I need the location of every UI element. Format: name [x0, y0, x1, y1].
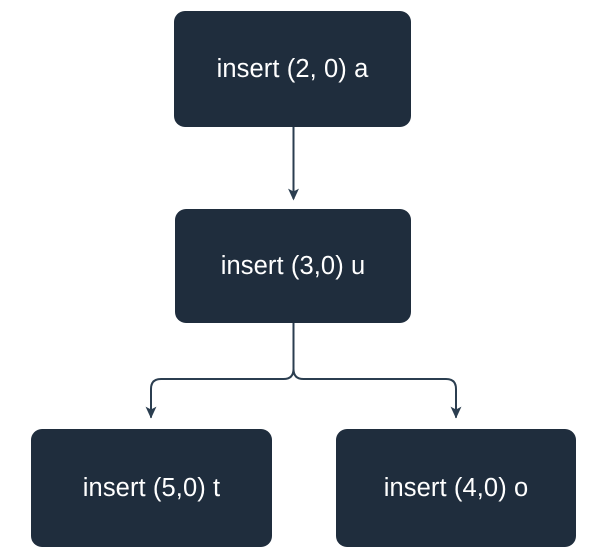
node-insert-3-0-u[interactable]: insert (3,0) u	[175, 209, 411, 323]
node-label: insert (2, 0) a	[216, 54, 369, 83]
node-label: insert (3,0) u	[220, 251, 366, 280]
node-label: insert (5,0) t	[82, 473, 221, 502]
node-label: insert (4,0) o	[383, 473, 529, 502]
node-insert-4-0-o[interactable]: insert (4,0) o	[336, 429, 576, 547]
edge-child-to-leaf-left	[145, 322, 295, 419]
node-insert-2-0-a[interactable]: insert (2, 0) a	[174, 11, 411, 127]
edge-child-to-leaf-right	[292, 322, 462, 419]
node-insert-5-0-t[interactable]: insert (5,0) t	[31, 429, 272, 547]
